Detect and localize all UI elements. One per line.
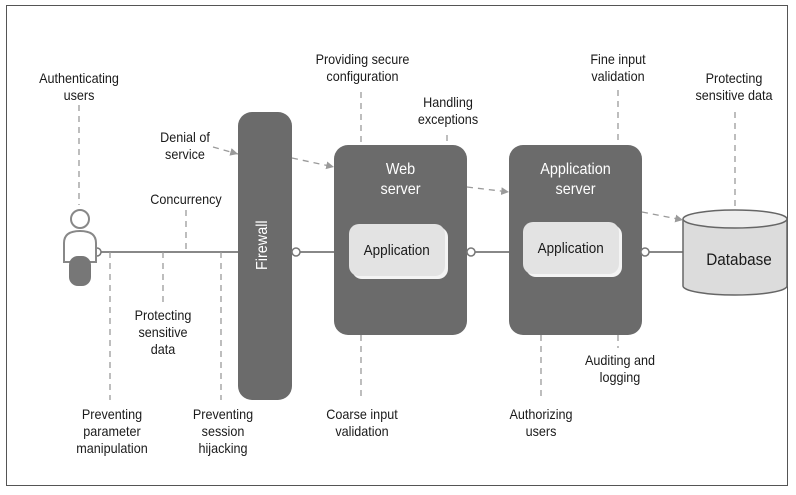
annotation-fine-input-validation: Fine input validation <box>571 51 665 85</box>
annotation-line: logging <box>599 369 641 385</box>
annotation-line: Protecting <box>134 307 192 323</box>
annotation-denial-of-service: Denial of service <box>145 129 226 163</box>
annotation-line: users <box>525 423 557 439</box>
annotation-line: data <box>150 341 176 357</box>
annotation-line: Protecting <box>705 70 763 86</box>
firewall-node <box>238 112 292 400</box>
annotation-line: Preventing <box>192 406 254 422</box>
annotation-line: Providing secure <box>315 51 410 67</box>
annotation-line: sensitive <box>138 324 188 340</box>
annotation-protecting-sensitive-data-right: Protecting sensitive data <box>685 70 784 104</box>
app-server-title-line2: server <box>555 181 596 198</box>
app-application-label: Application <box>537 239 605 257</box>
annotation-line: Concurrency <box>150 191 222 207</box>
annotation-concurrency: Concurrency <box>141 191 231 208</box>
annotation-line: Preventing <box>81 406 143 422</box>
annotation-line: sensitive data <box>695 87 773 103</box>
annotation-handling-exceptions: Handling exceptions <box>403 94 493 128</box>
annotation-line: Authorizing <box>509 406 573 422</box>
annotation-line: validation <box>335 423 389 439</box>
user-icon <box>63 209 97 286</box>
web-application-box: Application <box>349 224 445 276</box>
annotation-line: parameter <box>83 423 141 439</box>
annotation-lines <box>78 90 736 400</box>
database-label: Database <box>706 250 772 269</box>
database-icon <box>682 209 788 296</box>
annotation-protecting-sensitive-data-left: Protecting sensitive data <box>123 307 204 358</box>
annotation-line: Authenticating <box>39 70 119 86</box>
app-server-title-line1: Application <box>540 161 611 178</box>
annotation-line: service <box>165 146 205 162</box>
annotation-line: Denial of <box>160 129 210 145</box>
web-server-title: Web server <box>341 160 461 200</box>
app-server-title: Application server <box>516 160 636 200</box>
annotation-line: users <box>63 87 95 103</box>
app-application-box: Application <box>523 222 619 274</box>
annotation-preventing-session-hijacking: Preventing session hijacking <box>183 406 264 457</box>
annotation-coarse-input-validation: Coarse input validation <box>315 406 409 440</box>
annotation-providing-secure-configuration: Providing secure configuration <box>306 51 419 85</box>
connector-web <box>466 247 476 257</box>
annotation-line: Coarse input <box>326 406 398 422</box>
annotation-line: exceptions <box>417 111 479 127</box>
connector-app <box>640 247 650 257</box>
annotation-line: Handling <box>423 94 473 110</box>
web-server-title-line1: Web <box>385 161 416 178</box>
annotation-authenticating-users: Authenticating users <box>30 70 129 104</box>
annotation-line: Fine input <box>590 51 646 67</box>
annotation-line: validation <box>591 68 645 84</box>
annotation-line: session <box>201 423 245 439</box>
connector-firewall <box>291 247 301 257</box>
annotation-auditing-and-logging: Auditing and logging <box>573 352 667 386</box>
annotation-line: manipulation <box>76 440 148 456</box>
annotation-authorizing-users: Authorizing users <box>496 406 586 440</box>
annotation-line: configuration <box>326 68 399 84</box>
web-application-label: Application <box>363 241 431 259</box>
web-server-title-line2: server <box>380 181 421 198</box>
annotation-line: hijacking <box>198 440 248 456</box>
annotation-line: Auditing and <box>584 352 656 368</box>
annotation-preventing-parameter-manipulation: Preventing parameter manipulation <box>67 406 157 457</box>
firewall-label: Firewall <box>254 220 271 270</box>
